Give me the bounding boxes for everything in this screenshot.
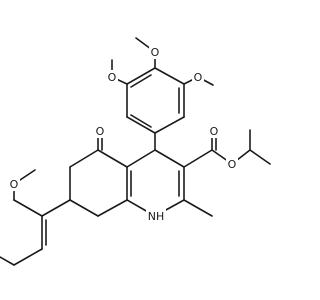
atom-bg xyxy=(206,124,218,138)
atom-label: NH xyxy=(148,210,165,223)
atom-label: O xyxy=(151,46,160,59)
atom-bg xyxy=(149,45,161,59)
bond xyxy=(69,199,99,217)
atom-label: O xyxy=(108,71,117,84)
bond xyxy=(154,116,185,134)
bond xyxy=(13,199,43,217)
bond xyxy=(97,149,128,168)
bond-layer xyxy=(0,37,271,266)
bond xyxy=(126,149,156,168)
bond xyxy=(130,74,152,88)
atom-label: O xyxy=(10,178,19,191)
atom-bg xyxy=(106,70,118,84)
bond xyxy=(130,114,152,128)
molecule-figure: O O O O O O O NH xyxy=(0,37,271,266)
bond xyxy=(183,149,213,168)
bond xyxy=(183,199,213,217)
atom-label: O xyxy=(228,158,237,171)
bond xyxy=(126,67,156,85)
atom-label: O xyxy=(194,71,203,84)
atom-label: O xyxy=(96,125,105,138)
atom-layer: O O O O O O O NH xyxy=(8,45,238,223)
bond xyxy=(126,116,156,134)
atom-bg xyxy=(8,177,20,191)
atom-bg xyxy=(226,157,238,171)
bond xyxy=(154,149,185,168)
atom-label: O xyxy=(210,125,219,138)
bond xyxy=(154,67,185,85)
bond xyxy=(69,149,99,168)
bond xyxy=(249,149,271,165)
bond xyxy=(97,199,128,217)
atom-bg xyxy=(192,70,204,84)
bond xyxy=(41,199,71,217)
atom-bg xyxy=(94,124,106,138)
bond xyxy=(13,248,43,266)
bond xyxy=(0,256,15,266)
atom-bg xyxy=(146,209,166,223)
